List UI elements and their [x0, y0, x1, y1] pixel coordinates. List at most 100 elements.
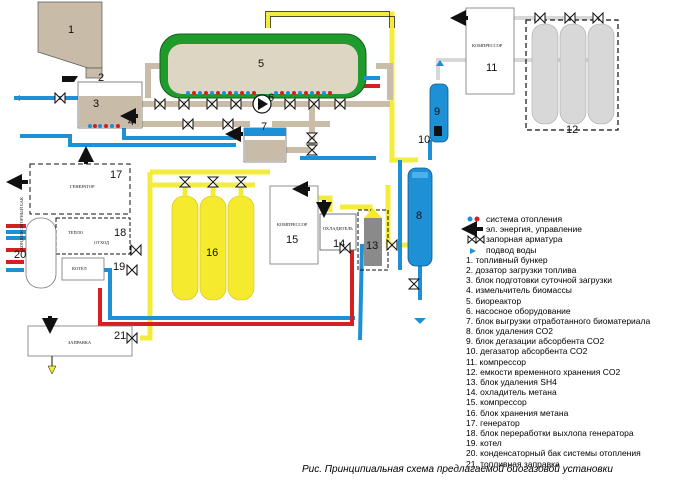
- unit-20-label: КОНДЕНСАТОРНЫЙ БАК: [19, 197, 24, 250]
- unit-4-number: 4: [128, 116, 135, 128]
- unit-16-number: 16: [206, 247, 219, 259]
- heating-pipes-red: [6, 84, 380, 326]
- unit-11-label: КОМПРЕССОР: [472, 43, 503, 48]
- unit-6-pump: [252, 94, 272, 114]
- legend-symbols: [461, 216, 485, 254]
- shutoff-valve: [206, 97, 218, 111]
- gas-pipe-outlines: [265, 11, 395, 28]
- unit-10-co2-degasser: [434, 126, 442, 136]
- legend-item: 10. дегазатор абсорбента CO2: [466, 346, 588, 357]
- shutoff-valve: [234, 176, 248, 188]
- legend-item: 16. блок хранения метана: [466, 407, 569, 418]
- unit-10-number: 10: [418, 134, 431, 146]
- unit-20-number: 20: [14, 249, 27, 261]
- unit-18-label-heat: ТЕПЛО: [68, 230, 84, 235]
- unit-21-number: 21: [114, 330, 127, 342]
- unit-7-number: 7: [261, 121, 268, 133]
- water-feed-arrows: [14, 60, 444, 324]
- legend-item: 4. измельчитель биомассы: [466, 285, 572, 296]
- legend-item: 11. компрессор: [466, 356, 527, 367]
- shutoff-valve: [339, 241, 351, 255]
- legend-item: 1. топливный бункер: [466, 254, 548, 265]
- shutoff-valve: [54, 91, 66, 105]
- unit-19-boiler: [61, 257, 105, 281]
- unit-7-digestate-unloading: [243, 127, 287, 163]
- legend-item: 3. блок подготовки суточной загрузки: [466, 275, 612, 286]
- legend-symbol-heating: система отопления: [486, 214, 563, 224]
- gas-pipes: [140, 11, 418, 341]
- shutoff-valve: [564, 11, 576, 25]
- unit-3-number: 3: [93, 98, 100, 110]
- unit-14-number: 14: [333, 238, 346, 250]
- unit-17-generator: [29, 163, 131, 215]
- shutoff-valve: [230, 97, 242, 111]
- legend-item: 20. конденсаторный бак системы отопления: [466, 448, 641, 459]
- unit-21-label: ЗАПРАВКА: [68, 340, 92, 345]
- shutoff-valve: [284, 97, 296, 111]
- unit-15-label: КОМПРЕССОР: [277, 222, 308, 227]
- unit-8-co2-removal: [407, 167, 433, 267]
- figure-caption: Рис. Принципиальная схема предлагаемой б…: [302, 464, 613, 475]
- shutoff-valve: [407, 278, 421, 290]
- unit-20-condenser-tank: [25, 217, 57, 289]
- unit-1-number: 1: [68, 24, 75, 36]
- unit-18-number: 18: [114, 227, 127, 239]
- shutoff-valve: [206, 176, 220, 188]
- legend-item: 18. блок переработки выхлопа генератора: [466, 427, 634, 438]
- shutoff-valve: [386, 238, 398, 252]
- shutoff-valve: [534, 11, 546, 25]
- legend-item: 2. дозатор загрузки топлива: [466, 264, 577, 275]
- shutoff-valve: [154, 97, 166, 111]
- shutoff-valve: [126, 263, 138, 277]
- unit-14-label: ОХЛАДИТЕЛЬ: [323, 226, 353, 231]
- unit-13-number: 13: [366, 240, 379, 252]
- legend-symbol-valve: запорная арматура: [486, 234, 563, 245]
- shutoff-valve: [305, 144, 319, 156]
- legend: система отопления эл. энергия, управлени…: [466, 214, 650, 469]
- legend-item: 9. блок дегазации абсорбента CO2: [466, 336, 605, 347]
- shutoff-valve: [334, 97, 346, 111]
- unit-19-number: 19: [113, 261, 126, 273]
- legend-item: 17. генератор: [466, 417, 520, 428]
- unit-16-methane-storage: [171, 185, 255, 301]
- shutoff-valves: [54, 11, 604, 345]
- heating-pipes-blue: [6, 76, 432, 341]
- unit-11-number: 11: [486, 62, 498, 74]
- shutoff-valve: [178, 97, 190, 111]
- shutoff-valve: [130, 243, 142, 257]
- unit-15-compressor-methane: [269, 185, 319, 265]
- unit-12-co2-storage: [525, 19, 619, 131]
- unit-5-number: 5: [258, 58, 265, 70]
- unit-11-compressor-co2: [465, 7, 515, 95]
- shutoff-valve: [305, 132, 319, 144]
- heating-coil-dots: [186, 91, 332, 95]
- legend-item: 12. емкости временного хранения CO2: [466, 366, 621, 377]
- shutoff-valve: [182, 117, 194, 131]
- legend-item: 6. насосное оборудование: [466, 305, 571, 316]
- unit-9-number: 9: [434, 106, 441, 118]
- unit-1-fuel-bunker: [37, 1, 103, 79]
- legend-item: 7. блок выгрузки отработанного биоматери…: [466, 315, 651, 326]
- unit-18-label-exhaust: ОТХОД: [94, 240, 110, 245]
- legend-item: 8. блок удаления CO2: [466, 326, 554, 337]
- legend-item: 21. топливная заправка: [466, 458, 560, 469]
- shutoff-valve: [592, 11, 604, 25]
- unit-12-number: 12: [566, 124, 579, 136]
- legend-item: 13. блок удаления SH4: [466, 377, 557, 387]
- shutoff-valve: [222, 117, 234, 131]
- legend-item: 5. биореактор: [466, 295, 522, 306]
- unit-5-bioreactor: [159, 33, 367, 99]
- shutoff-valve: [126, 331, 138, 345]
- unit-18-exhaust-processing: [55, 217, 131, 255]
- legend-item: 19. котел: [466, 438, 502, 449]
- unit-19-label: КОТЕЛ: [72, 266, 87, 271]
- unit-17-number: 17: [110, 169, 123, 181]
- shutoff-valve: [308, 97, 320, 111]
- unit-13-sh4-removal: [357, 208, 389, 271]
- unit-17-label: ГЕНЕРАТОР: [70, 184, 95, 189]
- unit-15-number: 15: [286, 234, 299, 246]
- shutoff-valve: [178, 176, 192, 188]
